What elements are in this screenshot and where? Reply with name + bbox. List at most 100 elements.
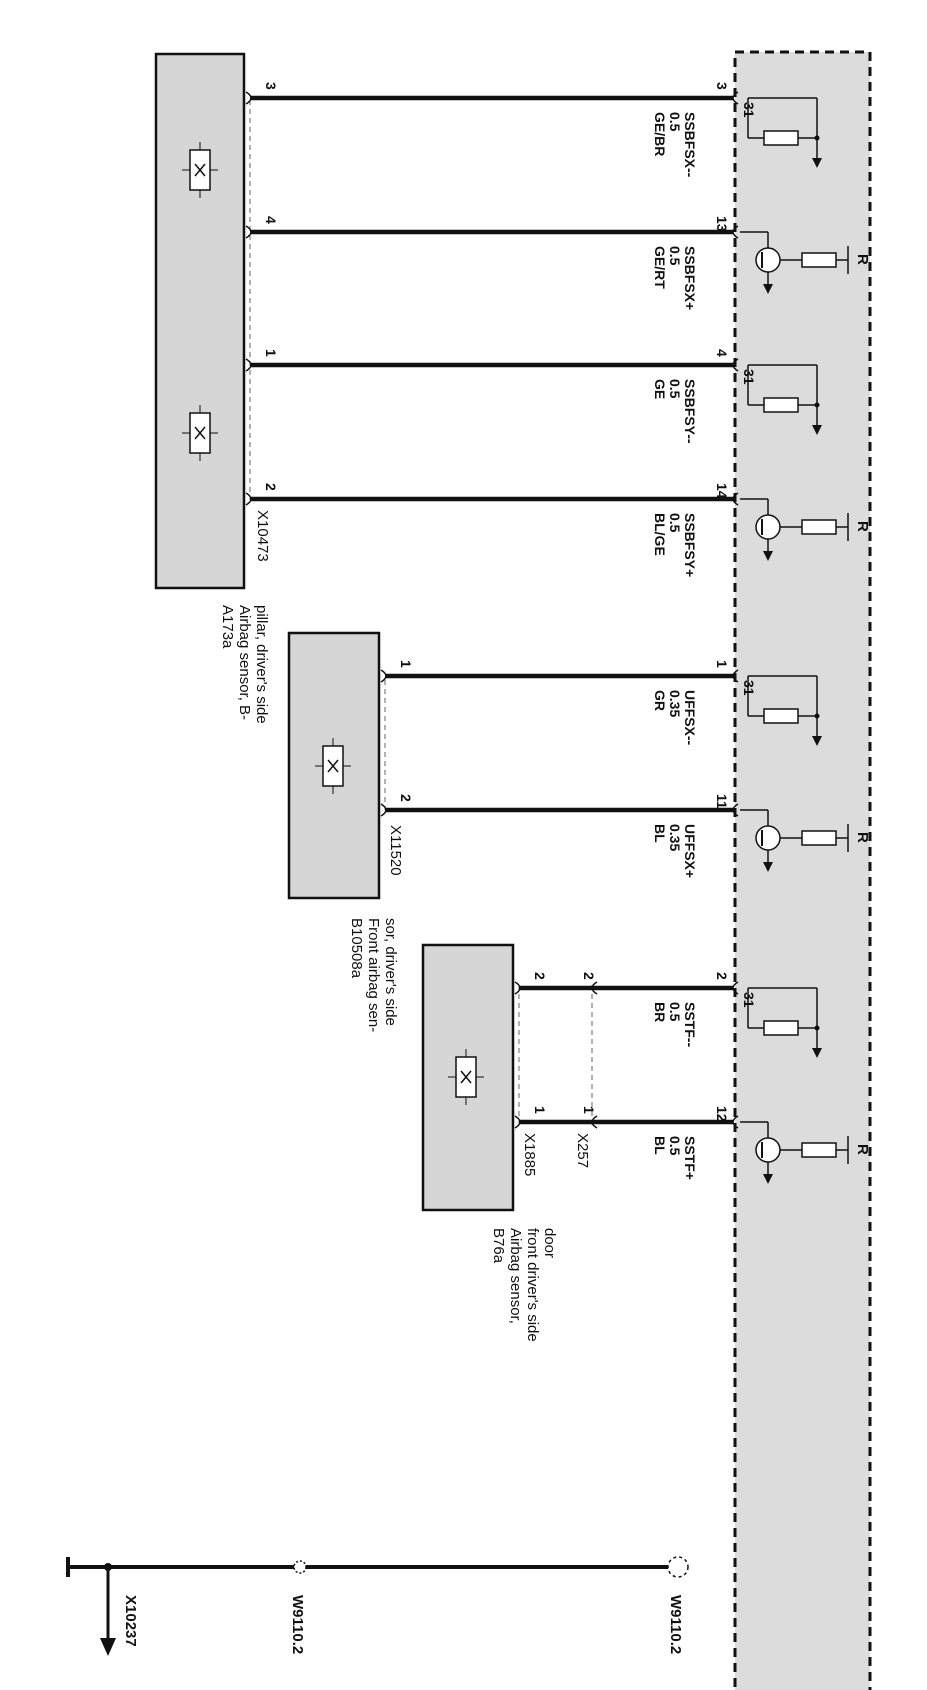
pin-mid-7: 2 — [581, 972, 597, 980]
a173a-label-group: A173a Airbag sensor, B- pillar, driver's… — [219, 605, 270, 724]
wire-signal-3: SSBFSY-- — [682, 379, 698, 444]
shield-ref-right-marker — [667, 1556, 689, 1578]
pin-left-5: 1 — [398, 660, 414, 668]
wire-terminal-left-8 — [514, 1115, 521, 1129]
ref-label-6: R — [854, 832, 871, 843]
wire-size-8: 0.5 — [667, 1136, 683, 1156]
wire-color-6: BL — [652, 824, 668, 843]
shield-ref-mid-marker — [293, 1560, 307, 1574]
wire-signal-4: SSBFSY+ — [682, 513, 698, 577]
pin-left-1: 3 — [263, 82, 279, 90]
wire-terminal-right-5 — [732, 669, 739, 683]
ref-label-2: R — [854, 254, 871, 265]
wire-terminal-left-1 — [245, 91, 252, 105]
wire-terminal-left-4 — [245, 492, 252, 506]
pin-left-2: 4 — [263, 216, 279, 224]
pin-right-5: 1 — [714, 660, 730, 668]
ref-w9110-mid: W9110.2 — [289, 1595, 306, 1654]
pin-left-4: 2 — [263, 483, 279, 491]
wire-terminal-left-5 — [380, 669, 387, 683]
b10508a-desc-line-2: sor, driver's side — [382, 918, 399, 1026]
wire-terminal-left-7 — [514, 981, 521, 995]
wire-size-5: 0.35 — [667, 690, 683, 717]
wire-color-5: GR — [652, 690, 668, 711]
pin-left-7: 2 — [532, 972, 548, 980]
a173a-squib-icon-1 — [182, 142, 218, 198]
b76a-desc-line-3: door — [541, 1228, 558, 1258]
wire-terminal-right-3 — [732, 358, 739, 372]
a173a-desc-line-2: pillar, driver's side — [253, 605, 270, 724]
wire-size-3: 0.5 — [667, 379, 683, 399]
a173a-squib-icon-2 — [182, 405, 218, 461]
transistor-symbol-6 — [740, 809, 849, 872]
wire-terminal-right-6 — [732, 803, 739, 817]
wire-size-4: 0.5 — [667, 513, 683, 533]
ground-label-5: 31 — [741, 680, 757, 696]
wire-terminal-right-4 — [732, 492, 739, 506]
wire-terminal-right-1 — [732, 91, 739, 105]
wire-terminal-left-3 — [245, 358, 252, 372]
pin-right-4: 14 — [714, 483, 730, 499]
wire-signal-1: SSBFSX-- — [682, 112, 698, 178]
pin-right-2: 13 — [714, 216, 730, 232]
ground-resistor-symbol-7 — [747, 987, 822, 1058]
wire-size-1: 0.5 — [667, 112, 683, 132]
pin-right-6: 11 — [714, 794, 730, 809]
ground-label-1: 31 — [741, 102, 757, 118]
b10508a-label-group: B10508a Front airbag sen- sor, driver's … — [348, 918, 399, 1032]
pin-left-3: 1 — [263, 349, 279, 357]
transistor-symbol-8 — [740, 1121, 849, 1184]
a173a-desc-line-1: Airbag sensor, B- — [236, 605, 253, 720]
control-module-panel — [733, 50, 872, 1690]
pin-left-6: 2 — [398, 794, 414, 802]
wire-terminal-left-2 — [245, 225, 252, 239]
a173a-id: A173a — [219, 605, 236, 649]
connector-x257: X257 — [574, 1133, 591, 1168]
pin-right-3: 4 — [714, 349, 730, 357]
wire-color-4: BL/GE — [652, 513, 668, 556]
wire-color-1: GE/BR — [652, 112, 668, 156]
pin-mid-8: 1 — [581, 1106, 597, 1114]
transistor-symbol-2 — [740, 231, 849, 294]
transistor-symbol-4 — [740, 498, 849, 561]
b76a-desc-line-1: Airbag sensor, — [507, 1228, 524, 1324]
ref-x10237: X10237 — [122, 1595, 139, 1647]
b10508a-desc-line-1: Front airbag sen- — [365, 918, 382, 1032]
wire-terminal-left-6 — [380, 803, 387, 817]
b76a-id: B76a — [490, 1228, 507, 1264]
b10508a-id: B10508a — [348, 918, 365, 979]
b10508a-squib-icon — [315, 738, 351, 794]
wire-size-2: 0.5 — [667, 246, 683, 266]
pin-right-1: 3 — [714, 82, 730, 90]
wire-color-3: GE — [652, 379, 668, 399]
connector-x1885: X1885 — [521, 1133, 538, 1176]
wire-color-8: BL — [652, 1136, 668, 1155]
ground-label-3: 31 — [741, 369, 757, 385]
ground-resistor-symbol-5 — [747, 675, 822, 746]
wire-size-7: 0.5 — [667, 1002, 683, 1022]
a173a-sensor-box — [154, 52, 246, 590]
wire-size-6: 0.35 — [667, 824, 683, 851]
ground-resistor-symbol-3 — [747, 364, 822, 435]
connector-x11520: X11520 — [387, 825, 404, 876]
ref-label-8: R — [854, 1144, 871, 1155]
shield-arrow-icon — [100, 1638, 116, 1656]
connector-x10473: X10473 — [254, 510, 271, 562]
b76a-label-group: B76a Airbag sensor, front driver's side … — [490, 1228, 558, 1342]
ground-resistor-symbol-1 — [747, 97, 822, 168]
wire-terminal-right-2 — [732, 225, 739, 239]
ref-w9110-right: W9110.2 — [667, 1595, 684, 1654]
b76a-desc-line-2: front driver's side — [524, 1228, 541, 1342]
wire-signal-2: SSBFSX+ — [682, 246, 698, 310]
b76a-squib-icon — [448, 1049, 484, 1105]
wire-inline-terminal-8 — [591, 1115, 598, 1129]
ground-label-7: 31 — [741, 992, 757, 1008]
wire-terminal-right-7 — [732, 981, 739, 995]
pin-left-8: 1 — [532, 1106, 548, 1114]
pin-right-7: 2 — [714, 972, 730, 980]
ref-label-4: R — [854, 521, 871, 532]
wire-terminal-right-8 — [732, 1115, 739, 1129]
wire-color-7: BR — [652, 1002, 668, 1022]
